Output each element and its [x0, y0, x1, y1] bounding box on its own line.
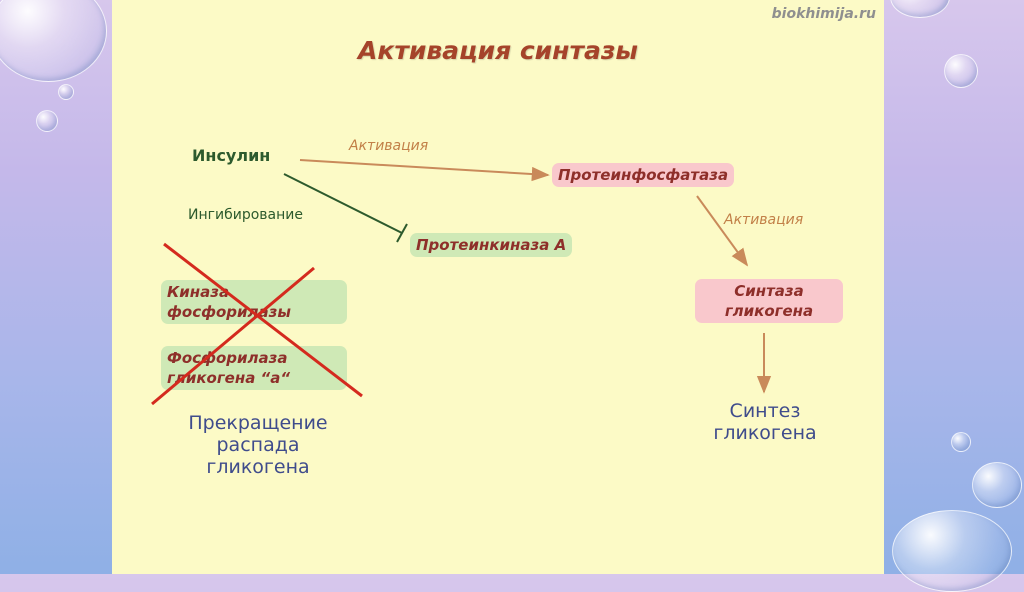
bubble-decoration [972, 462, 1022, 508]
outcome-line: распада [160, 434, 356, 456]
outcome-glycogen-synthesis: Синтез гликогена [692, 400, 838, 444]
bubble-decoration [36, 110, 58, 132]
cross-stroke [164, 244, 362, 396]
outcome-line: Прекращение [160, 412, 356, 434]
bubble-decoration [58, 84, 74, 100]
bubble-decoration [890, 0, 950, 18]
cross-mark [112, 0, 884, 574]
bubble-decoration [951, 432, 971, 452]
outcome-line: гликогена [692, 422, 838, 444]
bubble-decoration [944, 54, 978, 88]
cross-stroke [152, 268, 314, 404]
slide-canvas: biokhimija.ru Активация синтазы Инсулин … [112, 0, 884, 574]
bubble-decoration [892, 510, 1012, 592]
outcome-line: Синтез [692, 400, 838, 422]
bubble-decoration [0, 0, 107, 82]
outcome-stop-breakdown: Прекращение распада гликогена [160, 412, 356, 478]
outcome-line: гликогена [160, 456, 356, 478]
